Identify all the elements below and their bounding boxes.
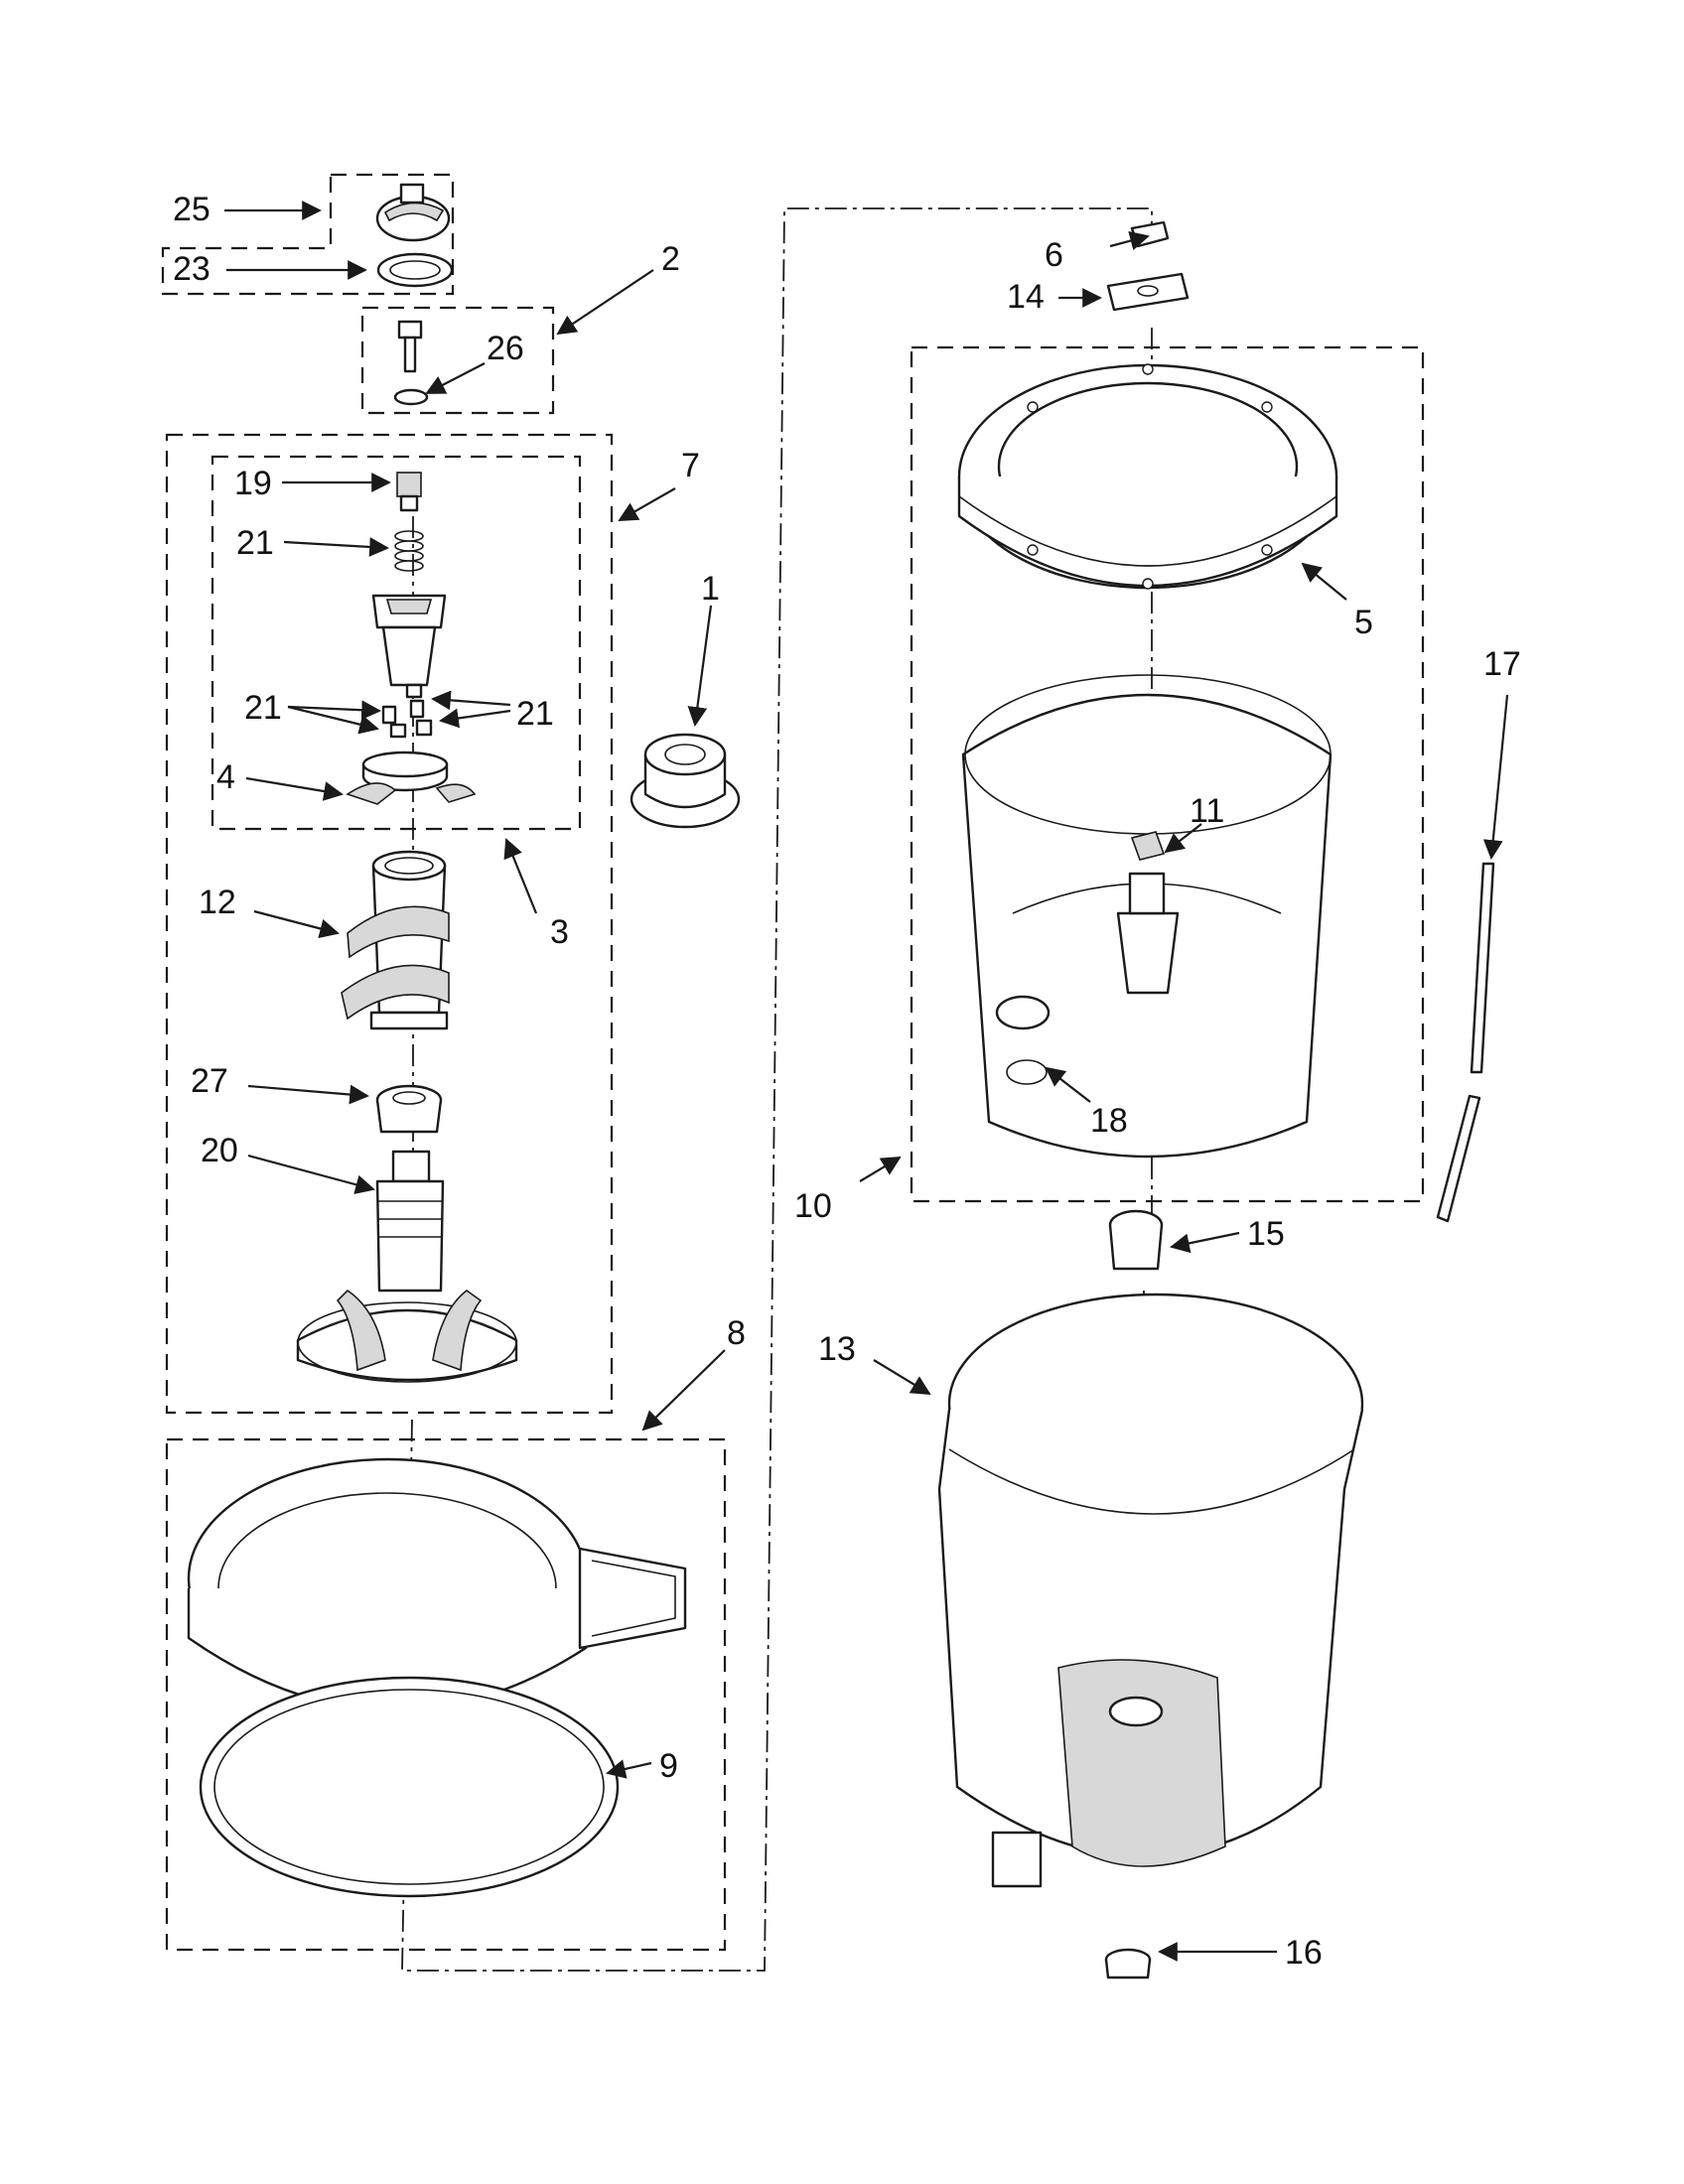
callout-7: 7 (681, 447, 700, 484)
group-box-2 (360, 306, 555, 415)
callout-6: 6 (1045, 236, 1063, 274)
part-8-tub-ring (187, 1457, 687, 1711)
part-1-bushing (630, 733, 741, 829)
part-17-hose (1436, 862, 1495, 1223)
callout-4: 4 (216, 758, 235, 796)
callout-11: 11 (1190, 792, 1224, 830)
group-box-10 (910, 345, 1425, 1203)
callout-21-left: 21 (244, 689, 282, 727)
callout-labels: 25 23 2 26 7 19 21 21 21 1 4 3 12 27 20 … (173, 191, 1521, 1972)
part-5-balance-ring (957, 363, 1338, 590)
callout-8: 8 (727, 1314, 746, 1352)
callout-26: 26 (487, 330, 524, 367)
callout-1: 1 (701, 570, 720, 608)
callout-23: 23 (173, 250, 210, 288)
callout-12: 12 (199, 884, 236, 921)
part-16-drain-seal (1104, 1948, 1152, 1979)
callout-20: 20 (201, 1132, 238, 1169)
callout-9: 9 (659, 1747, 678, 1785)
part-23-gasket (376, 252, 454, 288)
callout-10: 10 (794, 1187, 832, 1225)
callout-18: 18 (1090, 1102, 1128, 1140)
part-14-bracket (1106, 272, 1190, 312)
part-13-outer-tub (937, 1293, 1364, 1888)
callout-21-right: 21 (516, 695, 554, 733)
callout-27: 27 (191, 1062, 228, 1100)
callout-22: 21 (236, 524, 274, 562)
part-26-bolt-washer (393, 320, 429, 406)
part-6-clip (1130, 220, 1170, 248)
callout-2: 2 (661, 240, 680, 278)
part-15-coupling (1108, 1209, 1164, 1271)
callout-3: 3 (550, 913, 569, 951)
part-19-dog-cap (396, 472, 422, 512)
part-27-spline-gear (375, 1084, 443, 1134)
callout-5: 5 (1354, 604, 1373, 641)
group-box-3 (210, 455, 582, 831)
callout-25: 25 (173, 191, 210, 228)
part-12-auger (341, 850, 450, 1030)
part-9-tub-gasket (199, 1676, 620, 1898)
part-25-agitator-cap (375, 183, 451, 242)
callout-16: 16 (1285, 1934, 1323, 1972)
callout-17: 17 (1483, 645, 1521, 683)
group-box-7 (165, 433, 614, 1415)
leader-lines (224, 201, 1509, 1962)
part-22-spring (394, 530, 424, 572)
part-4-drive-bell (346, 751, 477, 805)
part-basket (961, 674, 1333, 1159)
part-20-agitator-base (296, 1150, 518, 1383)
callout-13: 13 (818, 1330, 856, 1368)
group-box-25 (161, 173, 455, 296)
callout-15: 15 (1247, 1215, 1285, 1253)
part-agitator-cam (371, 594, 447, 699)
callout-14: 14 (1007, 278, 1045, 316)
part-21-agitator-dogs (381, 699, 433, 739)
callout-19: 19 (234, 465, 272, 502)
group-box-8 (165, 1437, 727, 1952)
group-boxes (161, 173, 1425, 1952)
